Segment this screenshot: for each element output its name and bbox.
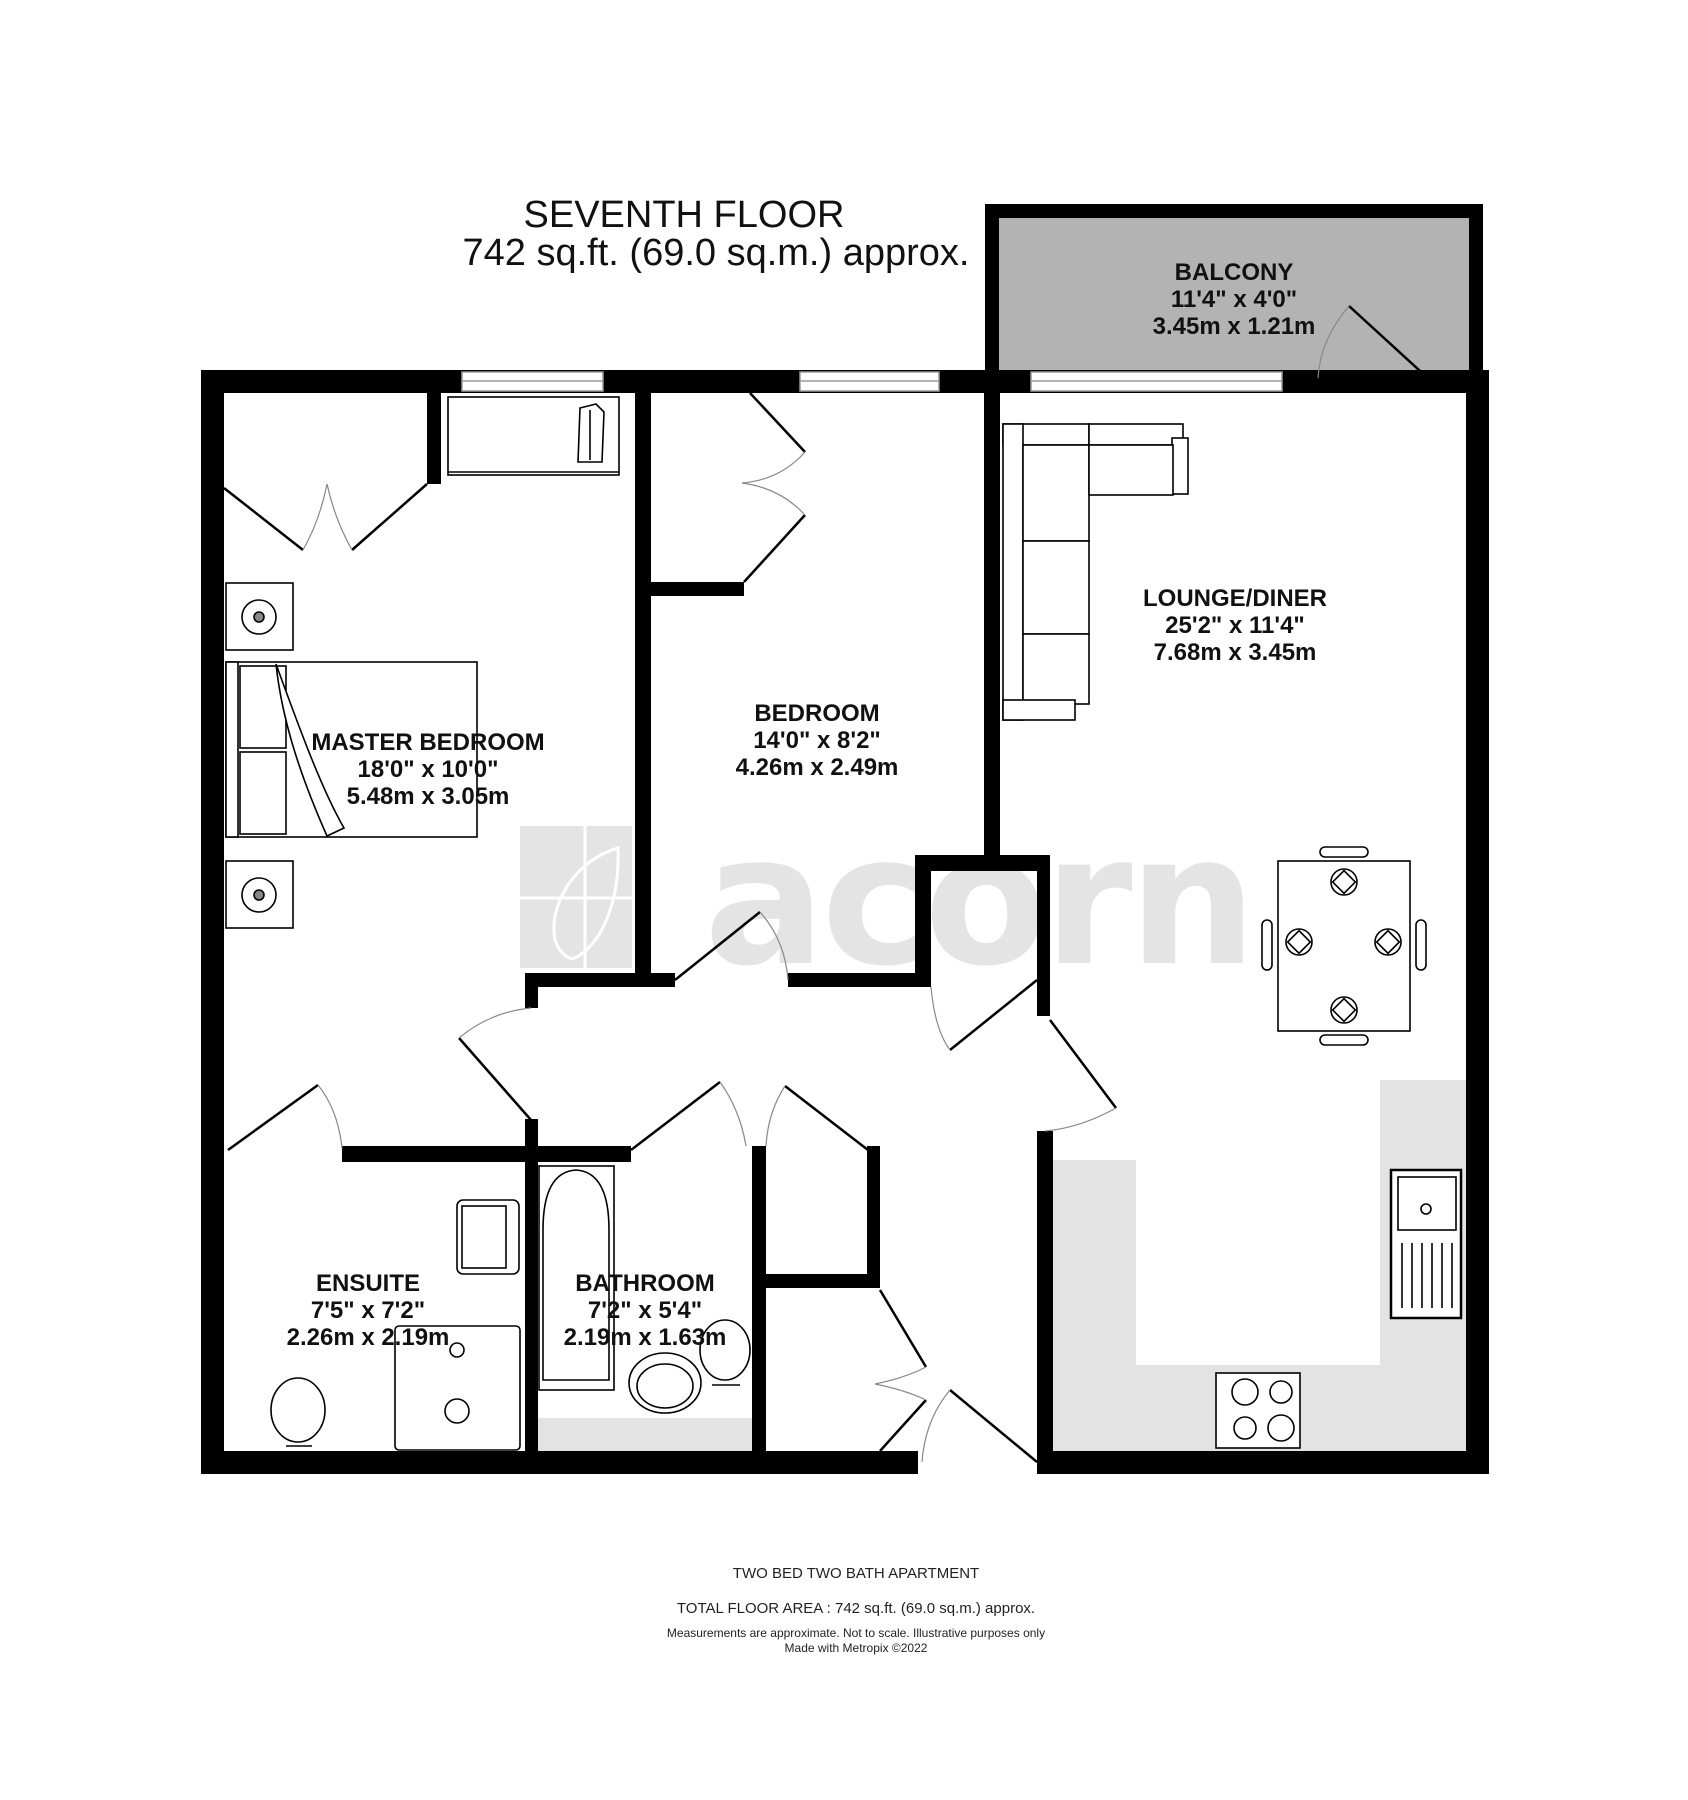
bedside-table-icon <box>225 860 294 929</box>
room-label-lounge-diner: LOUNGE/DINER 25'2" x 11'4" 7.68m x 3.45m <box>1143 585 1327 666</box>
kitchen-sink-icon <box>1389 1168 1463 1320</box>
room-imperial: 7'5" x 7'2" <box>310 1297 426 1324</box>
room-imperial: 11'4" x 4'0" <box>1170 286 1298 313</box>
window-master-bedroom[interactable] <box>461 371 604 392</box>
furniture <box>225 396 1463 1451</box>
door-hall-cupboard[interactable] <box>930 979 1038 1051</box>
watermark-text: acorn <box>704 797 1257 1006</box>
room-label-bathroom: BATHROOM 7'2" x 5'4" 2.19m x 1.63m <box>564 1270 727 1351</box>
window-lounge[interactable] <box>1030 371 1283 392</box>
bathroom-basin-icon <box>628 1352 702 1414</box>
bath-icon <box>538 1165 615 1391</box>
bathroom-toilet-icon <box>699 1319 751 1386</box>
door-entrance[interactable] <box>921 1389 1038 1463</box>
room-imperial: 14'0" x 8'2" <box>753 727 881 754</box>
wardrobe-shirt-icon <box>447 396 620 476</box>
door-entrance-cupboard[interactable] <box>874 1289 928 1452</box>
room-name: ENSUITE <box>315 1270 421 1297</box>
window-bedroom[interactable] <box>799 371 940 392</box>
total-floor-area: TOTAL FLOOR AREA : 742 sq.ft. (69.0 sq.m… <box>676 1600 1036 1617</box>
room-metric: 7.68m x 3.45m <box>1153 639 1317 666</box>
door-bedroom-wardrobe[interactable] <box>741 392 806 583</box>
floor-title: SEVENTH FLOOR <box>523 194 845 236</box>
room-label-ensuite: ENSUITE 7'5" x 7'2" 2.26m x 2.19m <box>287 1270 450 1351</box>
room-metric: 2.26m x 2.19m <box>286 1324 450 1351</box>
double-bed-icon <box>225 661 478 838</box>
credit: Made with Metropix ©2022 <box>784 1641 928 1655</box>
dining-table-icon <box>1261 846 1427 1046</box>
shower-tray-icon <box>394 1325 521 1451</box>
bedside-table-icon <box>225 582 294 651</box>
ensuite-toilet-icon <box>270 1377 326 1447</box>
room-name: LOUNGE/DINER <box>1142 585 1328 612</box>
room-imperial: 25'2" x 11'4" <box>1165 612 1305 639</box>
gas-hob-icon <box>1215 1372 1301 1449</box>
doors[interactable] <box>223 305 1432 1463</box>
door-balcony[interactable] <box>1317 305 1432 382</box>
balcony <box>985 204 1483 390</box>
door-bathroom[interactable] <box>630 1081 747 1151</box>
door-master-bedroom[interactable] <box>458 1007 532 1121</box>
door-master-wardrobe[interactable] <box>223 483 428 551</box>
room-label-master-bedroom: MASTER BEDROOM 18'0" x 10'0" 5.48m x 3.0… <box>311 729 544 810</box>
room-name: BALCONY <box>1174 259 1294 286</box>
room-label-bedroom: BEDROOM 14'0" x 8'2" 4.26m x 2.49m <box>736 700 899 781</box>
door-bedroom[interactable] <box>674 911 789 981</box>
room-name: MASTER BEDROOM <box>311 729 545 756</box>
door-storage-cupboard[interactable] <box>765 1085 869 1151</box>
ensuite-basin-icon <box>456 1199 520 1275</box>
room-metric: 3.45m x 1.21m <box>1152 313 1316 340</box>
floor-area-subtitle: 742 sq.ft. (69.0 sq.m.) approx. <box>462 232 970 274</box>
room-name: BEDROOM <box>754 700 880 727</box>
bathroom-floor <box>538 1418 752 1451</box>
room-metric: 2.19m x 1.63m <box>563 1324 727 1351</box>
property-type: TWO BED TWO BATH APARTMENT <box>732 1565 980 1582</box>
room-metric: 4.26m x 2.49m <box>735 754 899 781</box>
door-lounge[interactable] <box>1044 1019 1117 1132</box>
door-ensuite[interactable] <box>227 1083 343 1152</box>
room-imperial: 7'2" x 5'4" <box>587 1297 703 1324</box>
corner-sofa-icon <box>1002 423 1189 721</box>
room-metric: 5.48m x 3.05m <box>346 783 510 810</box>
room-name: BATHROOM <box>575 1270 715 1297</box>
disclaimer: Measurements are approximate. Not to sca… <box>666 1626 1046 1640</box>
windows[interactable] <box>461 371 1283 392</box>
room-label-balcony: BALCONY 11'4" x 4'0" 3.45m x 1.21m <box>1153 259 1316 340</box>
room-imperial: 18'0" x 10'0" <box>357 756 499 783</box>
